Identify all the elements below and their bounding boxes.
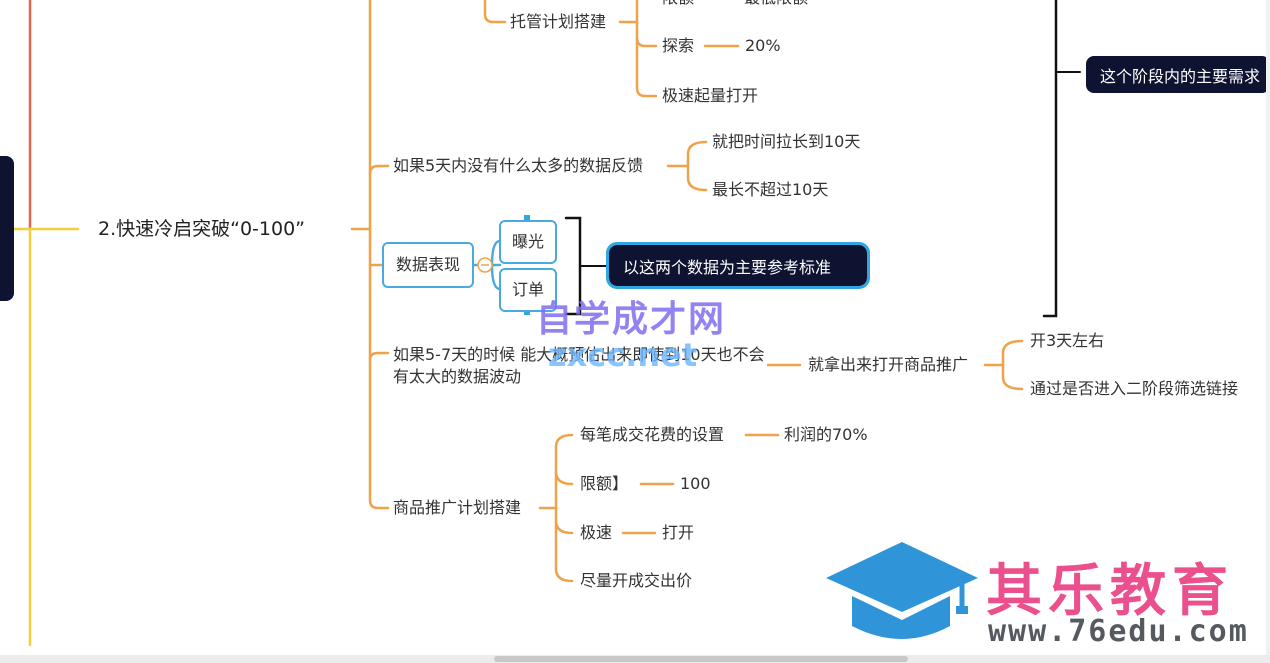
branch-spine bbox=[368, 0, 390, 510]
node-exposure[interactable]: 曝光 bbox=[499, 220, 557, 264]
brand-name: 其乐教育 bbox=[986, 559, 1234, 624]
node-promo-bid[interactable]: 尽量开成交出价 bbox=[580, 571, 693, 590]
node-speed-boost[interactable]: 极速起量打开 bbox=[662, 86, 759, 105]
node-hosting-plan[interactable]: 托管计划搭建 bbox=[510, 12, 607, 31]
node-promo-limit-value[interactable]: 100 bbox=[680, 474, 711, 493]
node-extend-10-days[interactable]: 就把时间拉长到10天 bbox=[712, 132, 861, 151]
node-promo-speed[interactable]: 极速 bbox=[580, 523, 613, 542]
selection-handle-top bbox=[524, 215, 530, 221]
node-stage-two-filter[interactable]: 通过是否进入二阶段筛选链接 bbox=[1030, 379, 1239, 398]
main-node[interactable]: 2.快速冷启突破“0-100” bbox=[98, 218, 306, 240]
watermark-text: 自学成才网 bbox=[536, 299, 727, 340]
horizontal-scroll-thumb[interactable] bbox=[494, 656, 908, 662]
node-explore-value[interactable]: 20% bbox=[745, 36, 781, 55]
node-open-promotion[interactable]: 就拿出来打开商品推广 bbox=[808, 355, 969, 374]
node-feedback[interactable]: 如果5天内没有什么太多的数据反馈 bbox=[393, 156, 644, 175]
node-min-limit[interactable]: 最低限额 bbox=[744, 0, 808, 8]
callout-reference-standard[interactable]: 以这两个数据为主要参考标准 bbox=[606, 242, 870, 289]
node-open-3-days[interactable]: 开3天左右 bbox=[1030, 331, 1105, 350]
vertical-scrollbar[interactable] bbox=[1266, 0, 1270, 663]
node-explore[interactable]: 探索 bbox=[662, 36, 695, 55]
node-limit[interactable]: 限额 bbox=[662, 0, 694, 8]
node-orders[interactable]: 订单 bbox=[499, 268, 557, 312]
node-promo-plan[interactable]: 商品推广计划搭建 bbox=[393, 498, 522, 517]
node-estimate[interactable]: 如果5-7天的时候 能大概预估出来即使到10天也不会有太大的数据波动 bbox=[393, 345, 765, 386]
left-panel-tab[interactable] bbox=[0, 156, 14, 301]
node-promo-limit[interactable]: 限额】 bbox=[580, 474, 629, 493]
graduation-cap-icon bbox=[826, 542, 978, 639]
node-fee-value[interactable]: 利润的70% bbox=[784, 425, 868, 444]
selection-handle-bottom bbox=[524, 309, 530, 315]
watermark-url: zxcc.net bbox=[548, 336, 698, 374]
brand-url: www.76edu.com bbox=[988, 614, 1249, 649]
node-data-performance[interactable]: 数据表现 bbox=[382, 242, 474, 288]
node-promo-speed-value[interactable]: 打开 bbox=[662, 523, 695, 542]
node-max-10-days[interactable]: 最长不超过10天 bbox=[712, 180, 829, 199]
node-fee-setting[interactable]: 每笔成交花费的设置 bbox=[580, 425, 725, 444]
callout-main-need[interactable]: 这个阶段内的主要需求 bbox=[1086, 56, 1270, 93]
